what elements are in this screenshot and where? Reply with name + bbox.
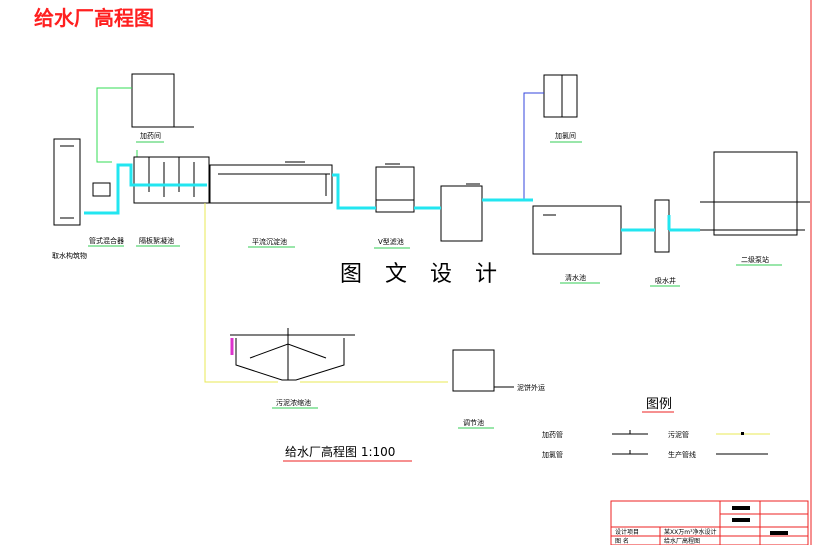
intake-label: 取水构筑物: [52, 251, 87, 260]
chlorine-house-label: 加氯间: [555, 131, 576, 140]
tb-drawing-value: 给水厂高程图: [664, 537, 700, 545]
v-filter: V型滤池: [374, 163, 415, 249]
drawing-title: 给水厂高程图: [34, 6, 154, 30]
title-block: 设计项目 某XX万m³净水设计 图 名 给水厂高程图: [610, 500, 809, 545]
thickener-label: 污泥浓缩池: [276, 398, 311, 407]
dosing-house: 加药间: [131, 73, 194, 143]
sludge-thickener: 污泥浓缩池: [230, 328, 355, 409]
pump-station: 二级泵站: [700, 151, 810, 266]
legend-item-production: 生产管线: [668, 450, 696, 459]
mixer-label: 管式混合器: [89, 236, 124, 245]
dosing-house-label: 加药间: [140, 131, 161, 140]
suction-well: 吸水井: [650, 199, 680, 287]
tb-project-value: 某XX万m³净水设计: [664, 528, 716, 536]
tb-drawing-label: 图 名: [615, 537, 629, 545]
legend-item-chlorine: 加氯管: [542, 450, 563, 459]
scale-caption: 给水厂高程图 1:100: [285, 444, 395, 459]
flocc-label: 隔板絮凝池: [139, 236, 174, 245]
watermark: 图 文 设 计: [340, 262, 505, 287]
clear-water-tank: 清水池: [532, 205, 622, 284]
flocculation-tank: 隔板絮凝池: [133, 156, 210, 247]
sludge-line: [204, 203, 278, 383]
tube-mixer: 管式混合器: [88, 182, 124, 247]
sludge-out-label: 泥饼外运: [517, 383, 545, 392]
chlorine-house: 加氯间: [543, 74, 582, 143]
sedimentation-tank: 平流沉淀池: [209, 161, 333, 248]
legend-item-dosing: 加药管: [542, 430, 563, 439]
legend-item-sludge: 污泥管: [668, 430, 689, 439]
dosing-line: [96, 87, 132, 163]
regulating-tank: 泥饼外运 调节池: [452, 349, 545, 429]
legend-title: 图例: [646, 397, 672, 412]
suction-label: 吸水井: [655, 276, 676, 285]
sed-label: 平流沉淀池: [252, 237, 287, 246]
legend: 图例 加药管 加氯管 污泥管 生产管线: [542, 397, 770, 459]
regulate-label: 调节池: [463, 418, 484, 427]
tb-project-label: 设计项目: [615, 528, 639, 536]
intermediate-tank: [440, 185, 483, 242]
intake-structure: 取水构筑物: [52, 138, 87, 260]
main-pipe: [84, 163, 207, 215]
clearwell-label: 清水池: [565, 273, 586, 282]
chlorine-line: [523, 92, 544, 200]
pump-label: 二级泵站: [741, 255, 769, 264]
vfilter-label: V型滤池: [378, 237, 404, 246]
